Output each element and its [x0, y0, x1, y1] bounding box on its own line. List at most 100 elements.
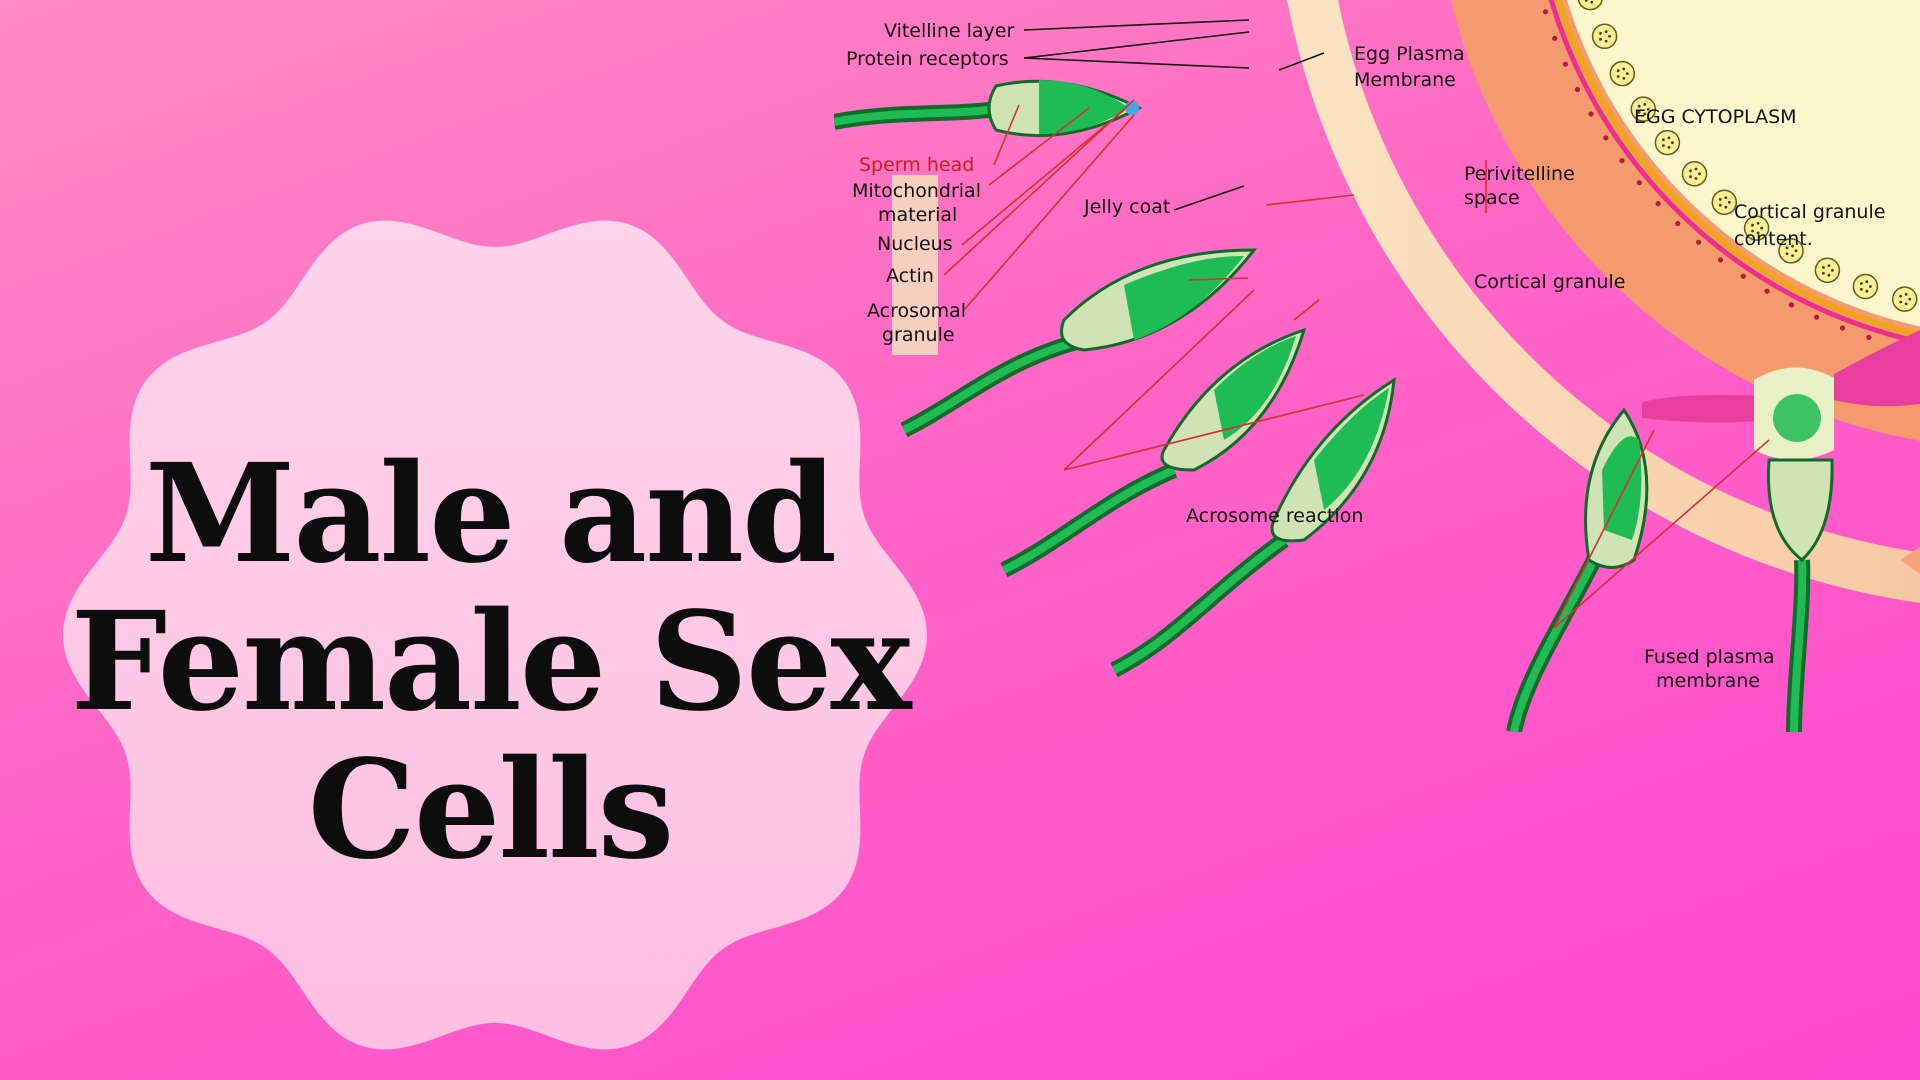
granule-speck	[1904, 302, 1908, 306]
cortical-granule	[1814, 257, 1841, 284]
granule-speck	[1865, 280, 1869, 284]
receptor-dot	[1603, 135, 1609, 141]
granule-speck	[1643, 103, 1647, 106]
label-perivitelline-1: Perivitelline	[1464, 163, 1575, 185]
granule-speck	[1908, 297, 1912, 301]
granule-speck	[1662, 144, 1665, 148]
granule-speck	[1904, 292, 1908, 296]
fertilization-diagram: Vitelline layer Protein receptors Egg Pl…	[834, 0, 1920, 732]
granule-speck	[1899, 300, 1903, 304]
red-leader-lines	[943, 99, 1770, 629]
granule-speck	[1637, 104, 1641, 108]
receptor-dot	[1619, 158, 1625, 164]
label-sperm-head: Sperm head	[859, 154, 974, 176]
granule-speck	[1622, 77, 1626, 80]
granule-speck	[1756, 231, 1760, 235]
granule-speck	[1662, 138, 1665, 142]
granule-speck	[1785, 246, 1789, 250]
granule-speck	[1718, 198, 1722, 201]
egg-cytoplasm	[1567, 0, 1920, 327]
title-blob	[63, 220, 927, 1050]
receptor-dot	[1542, 9, 1549, 15]
granule-speck	[1637, 110, 1641, 114]
cortical-granule	[1778, 238, 1804, 264]
cortical-granule	[1681, 161, 1708, 187]
receptor-dot	[1636, 180, 1642, 186]
granule-speck	[1724, 205, 1728, 209]
label-egg-cytoplasm: EGG CYTOPLASM	[1634, 106, 1797, 128]
cortical-granule	[1591, 23, 1618, 50]
label-cortical-content-2: content.	[1734, 228, 1813, 250]
label-vitelline-layer: Vitelline layer	[884, 20, 1014, 42]
receptor-dot	[1866, 334, 1872, 340]
cortical-granule	[1577, 0, 1603, 11]
granule-speck	[1689, 169, 1692, 173]
granule-speck	[1831, 268, 1834, 272]
granule-speck	[1608, 34, 1611, 38]
granule-speck	[1667, 146, 1671, 149]
granule-speck	[1791, 244, 1794, 248]
granule-speck	[1671, 141, 1674, 145]
label-acrosomal-2: granule	[882, 324, 955, 346]
protein-receptor-dots	[1542, 9, 1899, 348]
granule-speck	[1794, 249, 1798, 253]
cortical-granule	[1609, 60, 1636, 87]
sperm-3	[1000, 327, 1307, 578]
receptor-dot	[1562, 61, 1568, 67]
label-jelly-coat: Jelly coat	[1083, 196, 1170, 218]
label-egg-plasma-membrane-2: Membrane	[1354, 69, 1456, 91]
receptor-dot	[1675, 220, 1681, 227]
receptor-dot	[1552, 35, 1558, 41]
granule-speck	[1756, 221, 1760, 225]
granule-speck	[1822, 271, 1825, 275]
cortical-granule	[1743, 215, 1770, 241]
label-egg-plasma-membrane-1: Egg Plasma	[1354, 43, 1465, 65]
granule-speck	[1604, 30, 1608, 33]
granule-speck	[1899, 294, 1903, 298]
granule-speck	[1604, 39, 1608, 43]
label-fused-plasma-2: membrane	[1656, 670, 1760, 692]
granule-speck	[1694, 177, 1698, 180]
sperm-6	[1766, 458, 1834, 732]
sperm-2	[900, 248, 1258, 438]
granule-speck	[1827, 264, 1831, 267]
label-nucleus: Nucleus	[877, 233, 953, 255]
granule-speck	[1760, 226, 1763, 230]
leader-lines	[1023, 19, 1325, 211]
granule-speck	[1822, 266, 1825, 269]
granule-speck	[1584, 0, 1588, 2]
receptor-dot	[1814, 314, 1820, 320]
cortical-granule	[1711, 189, 1738, 216]
granule-speck	[1724, 196, 1728, 200]
granule-speck	[1860, 288, 1863, 291]
label-acrosome-reaction: Acrosome reaction	[1186, 505, 1363, 527]
label-acrosomal-1: Acrosomal	[867, 300, 966, 322]
title-line-3: Cells	[307, 730, 675, 890]
granule-speck	[1698, 172, 1701, 176]
granule-speck	[1643, 112, 1647, 116]
granule-speck	[1599, 32, 1602, 35]
receptor-dot	[1717, 257, 1724, 263]
label-cortical-granule: Cortical granule	[1474, 271, 1625, 293]
label-perivitelline-2: space	[1464, 187, 1520, 209]
granule-speck	[1625, 72, 1629, 75]
title-line-2: Female Sex	[70, 582, 911, 742]
receptor-dot	[1740, 273, 1746, 279]
cortical-granule	[1630, 96, 1657, 122]
granule-speck	[1718, 203, 1722, 207]
sperm-top	[834, 79, 1143, 138]
receptor-dot	[1574, 86, 1581, 93]
label-cortical-content-1: Cortical granule	[1734, 201, 1885, 223]
granule-speck	[1590, 0, 1594, 4]
sperm-5	[1506, 407, 1649, 732]
label-mitochondrial-2: material	[878, 204, 957, 226]
receptor-dot	[1696, 239, 1702, 245]
label-mitochondrial-1: Mitochondrial	[852, 180, 981, 202]
jelly-coat-arc	[1287, 0, 1920, 603]
cortical-granule	[1852, 273, 1879, 300]
granule-speck	[1785, 252, 1789, 256]
sperm-4	[1110, 377, 1396, 678]
granule-speck	[1751, 223, 1754, 227]
receptor-dot	[1655, 201, 1661, 207]
granule-speck	[1860, 282, 1863, 285]
